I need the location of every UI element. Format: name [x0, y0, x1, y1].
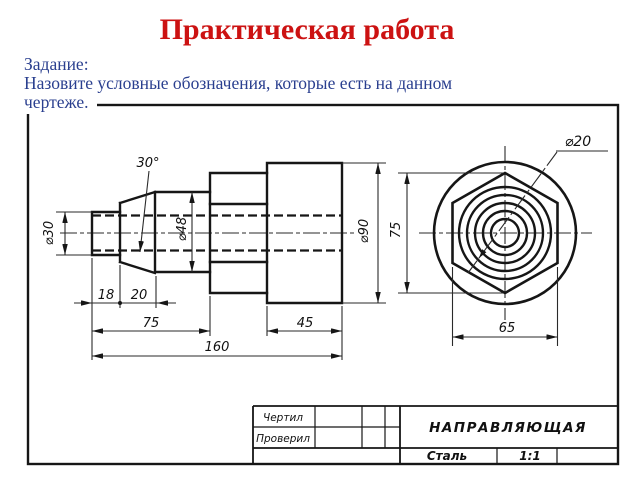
hole-circle-d20	[489, 217, 521, 249]
dim-18-label: 18	[98, 288, 115, 303]
slide-title: Практическая работа	[159, 13, 455, 46]
sheet-frame	[26, 103, 620, 466]
task-line-1: Назовите условные обозначения, которые е…	[24, 73, 453, 93]
side-view	[60, 161, 354, 305]
task-line-2: чертеже.	[24, 93, 97, 114]
dim-20-label: 20	[131, 288, 148, 303]
dim-65-label: 65	[499, 321, 516, 336]
dim-d30-label: ⌀30	[42, 221, 57, 245]
titleblock-drew-label: Чертил	[263, 412, 303, 424]
end-view	[419, 146, 592, 320]
dim-45-label: 45	[297, 316, 314, 331]
dim-160-label: 160	[205, 340, 230, 355]
dim-d90-label: ⌀90	[357, 219, 372, 243]
title-block: Чертил Проверил НАПРАВЛЯЮЩАЯ Сталь 1:1	[252, 405, 618, 464]
task-text: Задание: Назовите условные обозначения, …	[24, 55, 452, 114]
titleblock-part-name: НАПРАВЛЯЮЩАЯ	[429, 420, 587, 436]
titleblock-checked-label: Проверил	[256, 433, 310, 445]
dim-75-label: 75	[143, 316, 160, 331]
titleblock-scale: 1:1	[519, 449, 541, 463]
hexagon	[451, 171, 559, 295]
outer-circle-d90	[432, 160, 578, 306]
dim-angle-label: 30°	[136, 156, 159, 171]
titleblock-material: Сталь	[427, 449, 467, 463]
task-label: Задание:	[24, 54, 89, 74]
dim-d48-label: ⌀48	[175, 217, 190, 241]
dim-hex75-label: 75	[389, 222, 404, 239]
dim-d20-label: ⌀20	[565, 134, 591, 150]
dimensions: 30° ⌀30 ⌀48 ⌀90 75 18 20	[42, 134, 608, 360]
